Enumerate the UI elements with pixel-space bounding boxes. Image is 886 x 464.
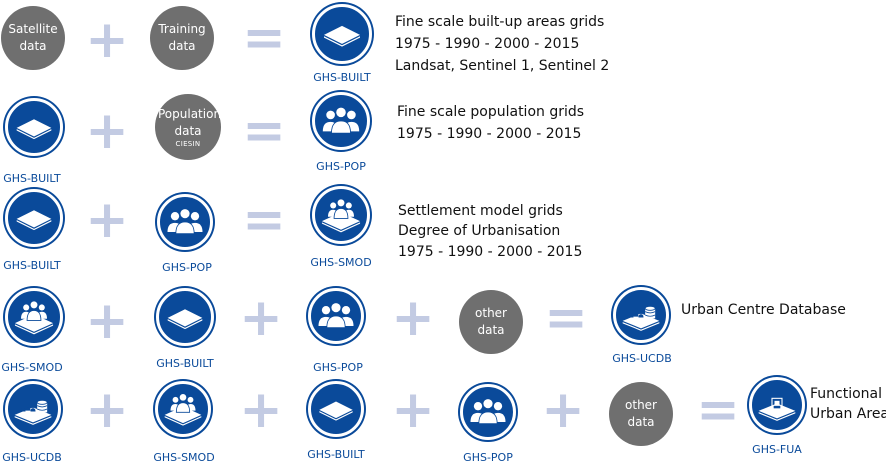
other-data-label: other data <box>625 398 657 429</box>
row5-description-line2: Urban Area <box>810 406 886 422</box>
equals-operator: = <box>242 190 286 250</box>
other-data-label: other data <box>475 306 507 337</box>
equals-operator: = <box>242 101 286 161</box>
training-data-circle: Training data <box>150 6 214 70</box>
ghs-pop-icon <box>308 288 364 344</box>
equals-operator: = <box>544 288 588 348</box>
satellite-data-circle: Satellite data <box>1 6 65 70</box>
row3-description-line1: Settlement model grids <box>398 203 563 219</box>
population-data-label: Population data <box>158 106 222 138</box>
row1-description-line3: Landsat, Sentinel 1, Sentinel 2 <box>395 58 610 74</box>
plus-operator: + <box>391 380 435 440</box>
ghs-built-icon <box>312 4 372 64</box>
row2-description-line2: 1975 - 1990 - 2000 - 2015 <box>397 126 582 142</box>
plus-operator: + <box>85 190 129 250</box>
ghs-built-label: GHS-BUILT <box>156 357 214 370</box>
ghs-built-label: GHS-BUILT <box>307 448 365 461</box>
plus-operator: + <box>85 291 129 351</box>
equals-operator: = <box>242 8 286 68</box>
ghs-ucdb-icon <box>613 287 669 343</box>
row1-description-line2: 1975 - 1990 - 2000 - 2015 <box>395 36 580 52</box>
ghs-built-icon <box>5 189 63 247</box>
equals-operator: = <box>696 380 740 440</box>
ghs-ucdb-label: GHS-UCDB <box>612 352 672 365</box>
plus-operator: + <box>85 380 129 440</box>
ghs-pop-icon <box>157 194 213 250</box>
ghs-pop-label: GHS-POP <box>162 261 212 274</box>
ghs-built-icon <box>5 98 63 156</box>
ghs-pop-icon <box>460 384 516 440</box>
ghs-built-label: GHS-BUILT <box>3 259 61 272</box>
ghs-built-icon <box>308 381 364 437</box>
row3-description-line2: Degree of Urbanisation <box>398 223 561 239</box>
ghs-smod-icon <box>5 288 63 346</box>
ghs-smod-icon <box>155 381 211 437</box>
ghs-built-label: GHS-BUILT <box>313 71 371 84</box>
ghs-smod-label: GHS-SMOD <box>153 451 215 464</box>
plus-operator: + <box>85 10 129 70</box>
row1-description-line1: Fine scale built-up areas grids <box>395 14 605 30</box>
plus-operator: + <box>391 288 435 348</box>
row2-description-line1: Fine scale population grids <box>397 104 585 120</box>
other-data-circle: other data <box>609 382 673 446</box>
plus-operator: + <box>85 101 129 161</box>
row4-description: Urban Centre Database <box>681 302 846 318</box>
row3-description-line3: 1975 - 1990 - 2000 - 2015 <box>398 244 583 260</box>
satellite-data-label: Satellite data <box>8 22 58 53</box>
population-data-circle: Population data CIESIN <box>155 94 221 160</box>
row5-description-line1: Functional <box>810 386 883 402</box>
ghs-ucdb-label: GHS-UCDB <box>2 451 62 464</box>
ghs-fua-icon <box>749 377 805 433</box>
ghs-pop-label: GHS-POP <box>313 361 363 374</box>
ghs-ucdb-icon <box>5 381 61 437</box>
ghs-smod-label: GHS-SMOD <box>1 361 63 374</box>
ghs-smod-label: GHS-SMOD <box>310 256 372 269</box>
other-data-circle: other data <box>459 290 523 354</box>
plus-operator: + <box>239 380 283 440</box>
ghs-built-icon <box>156 288 214 346</box>
ghs-fua-label: GHS-FUA <box>752 443 802 456</box>
ghs-pop-label: GHS-POP <box>463 451 513 464</box>
ghs-smod-icon <box>312 186 370 244</box>
ghs-pop-label: GHS-POP <box>316 160 366 173</box>
ghs-pop-icon <box>312 92 370 150</box>
training-data-label: Training data <box>158 22 206 53</box>
plus-operator: + <box>239 288 283 348</box>
ghs-built-label: GHS-BUILT <box>3 172 61 185</box>
plus-operator: + <box>541 380 585 440</box>
population-data-source: CIESIN <box>175 139 201 148</box>
